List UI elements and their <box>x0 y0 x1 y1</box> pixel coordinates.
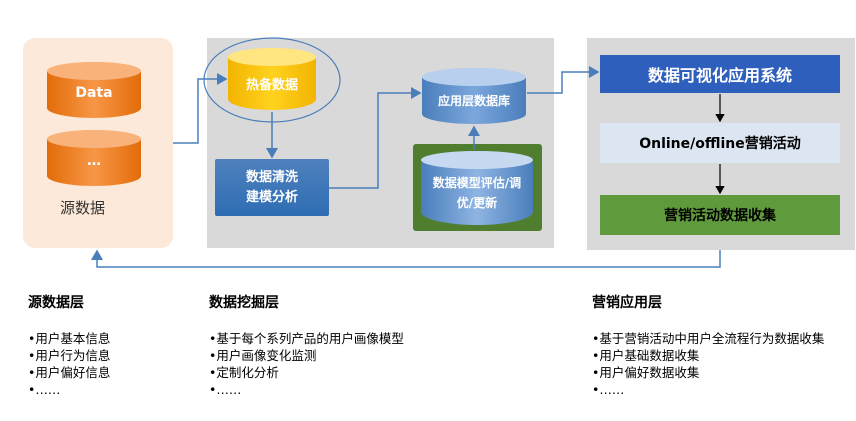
list-item: •…… <box>592 382 625 397</box>
app-layer-db-cylinder: 应用层数据库 <box>422 68 526 124</box>
list-item: •用户画像变化监测 <box>209 348 317 363</box>
list-item: •定制化分析 <box>209 365 279 380</box>
list-item: •…… <box>28 382 61 397</box>
hot-backup-cylinder: 热备数据 <box>228 48 316 110</box>
model-eval-cylinder: 数据模型评估/调 优/更新 <box>421 151 533 225</box>
data-cylinder-label: Data <box>75 85 113 101</box>
model-analysis-label: 建模分析 <box>245 189 298 205</box>
list-item: •基于营销活动中用户全流程行为数据收集 <box>592 331 825 346</box>
list-item: •用户偏好数据收集 <box>592 365 700 380</box>
marketing-layer-list: •基于营销活动中用户全流程行为数据收集 •用户基础数据收集 •用户偏好数据收集 … <box>592 330 824 398</box>
ellipsis-cylinder-label: … <box>87 153 101 169</box>
mining-layer-section: 数据挖掘层 •基于每个系列产品的用户画像模型 •用户画像变化监测 •定制化分析 … <box>209 292 404 398</box>
marketing-layer-section: 营销应用层 •基于营销活动中用户全流程行为数据收集 •用户基础数据收集 •用户偏… <box>592 292 824 398</box>
source-to-hot-backup-arrow <box>173 73 228 144</box>
list-item: •用户行为信息 <box>28 348 111 363</box>
list-item: •…… <box>209 382 242 397</box>
app-db-to-system-arrow <box>527 66 600 94</box>
visualization-system-box: 数据可视化应用系统 <box>600 55 840 93</box>
data-cylinder: Data <box>47 62 141 118</box>
list-item: •用户基础数据收集 <box>592 348 700 363</box>
feedback-loop-arrow <box>91 249 721 268</box>
clean-model-box: 数据清洗 建模分析 <box>215 159 329 216</box>
clean-to-app-db-arrow <box>329 87 422 189</box>
model-eval-line1: 数据模型评估/调 <box>432 176 522 190</box>
source-layer-section: 源数据层 •用户基本信息 •用户行为信息 •用户偏好信息 •…… <box>28 292 110 398</box>
list-item: •基于每个系列产品的用户画像模型 <box>209 331 404 346</box>
mining-layer-list: •基于每个系列产品的用户画像模型 •用户画像变化监测 •定制化分析 •…… <box>209 330 404 398</box>
source-data-label: 源数据 <box>60 199 106 217</box>
ellipsis-cylinder: … <box>47 130 141 186</box>
source-layer-title: 源数据层 <box>28 295 84 311</box>
hot-backup-label: 热备数据 <box>245 77 298 93</box>
marketing-layer-title: 营销应用层 <box>592 295 662 311</box>
online-offline-activity-box: Online/offline营销活动 <box>600 123 840 163</box>
mining-layer-title: 数据挖掘层 <box>209 295 279 311</box>
source-layer-list: •用户基本信息 •用户行为信息 •用户偏好信息 •…… <box>28 330 110 398</box>
list-item: •用户基本信息 <box>28 331 111 346</box>
clean-label: 数据清洗 <box>245 169 298 185</box>
activity-data-collection-box: 营销活动数据收集 <box>600 195 840 235</box>
list-item: •用户偏好信息 <box>28 365 111 380</box>
model-eval-line2: 优/更新 <box>456 196 498 210</box>
app-layer-db-label: 应用层数据库 <box>437 93 510 108</box>
